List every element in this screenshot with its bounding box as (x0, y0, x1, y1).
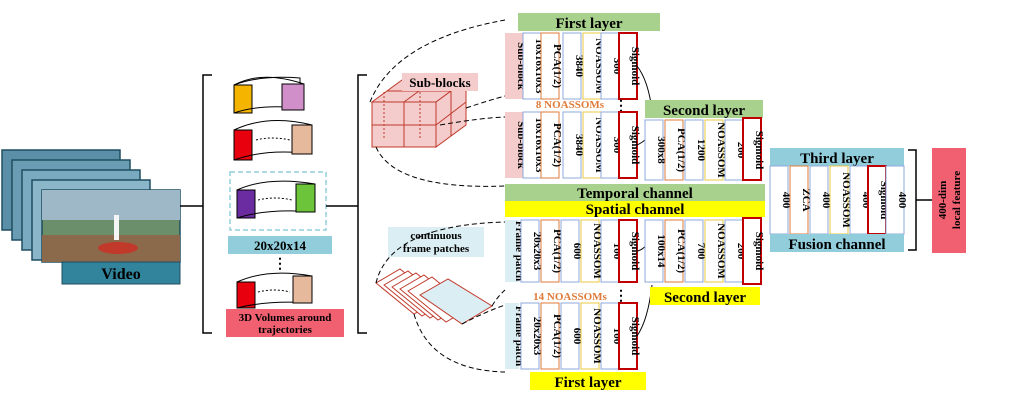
temporal-row2-cell: PCA(1/2) (551, 123, 563, 167)
output-bracket (908, 149, 917, 251)
output-line1: 400-dim (937, 181, 949, 220)
spatial-row1-cell: PCA(1/2) (551, 229, 563, 273)
patches-label-box (388, 227, 484, 257)
subblocks-label: Sub-blocks (409, 75, 470, 90)
spatial-second-cell: NOASSOM (715, 223, 727, 279)
fusion-channel-bar (770, 234, 904, 252)
volumes-bracket (202, 74, 212, 334)
spatial-row1-label-box (505, 220, 519, 282)
volume-1 (233, 76, 305, 114)
temporal-row-ellipsis: ⋮ (614, 99, 628, 114)
spatial-group-label: 14 NOASSOMs (533, 291, 607, 303)
temporal-channel-bar (505, 184, 765, 201)
fusion-channel-label: Fusion channel (788, 237, 885, 253)
temporal-group-label: 8 NOASSOMs (536, 99, 605, 111)
volume-caption-line2: trajectories (258, 324, 312, 336)
temporal-row2-label-box (505, 112, 523, 178)
video-label-box (61, 261, 181, 285)
temporal-second-cell: NOASSOM (715, 122, 727, 178)
spatial-row1-cell: 20x20x3 (531, 232, 543, 271)
spatial-row2: 20x20x3 PCA(1/2) 600 NOASSOM 100 Sigmoid (520, 302, 641, 370)
volume-size-box (228, 236, 332, 254)
temporal-row1-cell: PCA(1/2) (551, 44, 563, 88)
temporal-first-layer-title: First layer (555, 16, 622, 32)
spatial-second-layer-bar (650, 287, 760, 305)
temporal-second-cell: PCA(1/2) (675, 128, 687, 172)
temporal-second-layer-bar (645, 100, 763, 118)
volume-size-label: 20x20x14 (254, 238, 307, 253)
spatial-row2-label-box (505, 303, 519, 369)
volume-3 (236, 180, 316, 219)
fusion-layer: 400 ZCA 400 NOASSOM 400 Sigmoid 400 (769, 165, 908, 235)
spatial-channel-bar (505, 201, 765, 217)
temporal-row2: 16x16x10x3 PCA(1/2) 3840 NOASSOM 300 Sig… (522, 111, 641, 179)
volume-2 (233, 120, 313, 161)
spatial-second-cell: 700 (695, 243, 707, 260)
temporal-second-cell: 300x8 (655, 136, 667, 164)
temporal-row2-cell: 3840 (573, 134, 585, 157)
spatial-second-layer: 100x14 PCA(1/2) 700 NOASSOM 200 Sigmoid (644, 217, 765, 285)
spatial-row2-cell: PCA(1/2) (551, 314, 563, 358)
video-label: Video (101, 266, 140, 283)
temporal-second-layer-title: Second layer (663, 103, 745, 119)
volume-caption-box (226, 309, 344, 337)
spatial-row1-cell: 600 (571, 243, 583, 260)
temporal-row2-cell: Sigmoid (629, 126, 641, 165)
temporal-row1: 16x16x10x3 PCA(1/2) 3840 NOASSOM 300 Sig… (522, 32, 641, 100)
temporal-row1-label-box (505, 33, 523, 99)
video-frame-stack (1, 149, 181, 263)
spatial-row2-cell: NOASSOM (591, 308, 603, 364)
third-layer-bar (770, 148, 904, 166)
output-box (932, 148, 966, 253)
spatial-row2-cell: Sigmoid (629, 317, 641, 356)
temporal-row1-cell: 3840 (573, 55, 585, 78)
fusion-cell: 400 (780, 192, 792, 209)
volume-caption-line1: 3D Volumes around (239, 312, 332, 324)
patches-label-line2: frame patches (403, 243, 470, 255)
spatial-row1-cell: NOASSOM (591, 223, 603, 279)
spatial-row-ellipsis: ⋮ (614, 289, 628, 304)
third-layer-title: Third layer (800, 151, 874, 167)
spatial-row1: 20x20x3 PCA(1/2) 600 NOASSOM 100 Sigmoid (520, 219, 641, 283)
temporal-second-layer: 300x8 PCA(1/2) 1200 NOASSOM 200 Sigmoid (644, 117, 765, 181)
temporal-channel-label: Temporal channel (577, 186, 693, 202)
spatial-second-cell: Sigmoid (753, 232, 765, 271)
spatial-row2-cell: 20x20x3 (531, 317, 543, 356)
frame-patch-stack (375, 268, 493, 325)
spatial-first-layer-bar (530, 372, 646, 390)
volume-4 (236, 272, 313, 309)
spatial-second-cell: PCA(1/2) (675, 229, 687, 273)
spatial-row1-cell: Sigmoid (629, 232, 641, 271)
selected-volume-frame (229, 171, 327, 231)
spatial-second-cell: 100x14 (655, 235, 667, 269)
fusion-cell: ZCA (800, 188, 812, 211)
channels-bracket (357, 74, 367, 334)
patches-label-line1: continuous (410, 230, 462, 242)
spatial-first-layer-title: First layer (554, 375, 621, 391)
temporal-second-cell: Sigmoid (753, 131, 765, 170)
spatial-channel-label: Spatial channel (586, 202, 685, 218)
fusion-cell: NOASSOM (840, 172, 852, 228)
temporal-second-cell: 1200 (695, 139, 707, 162)
spatial-row2-cell: 600 (571, 328, 583, 345)
temporal-row1-cell: Sigmoid (629, 47, 641, 86)
fusion-cell: 400 (820, 192, 832, 209)
output-line2: local feature (951, 171, 963, 229)
fusion-cell: 400 (896, 192, 908, 209)
subblocks-label-box (402, 73, 478, 91)
temporal-first-layer-bar (518, 13, 660, 31)
volume-ellipsis: ⋮ (273, 257, 287, 272)
spatial-second-layer-title: Second layer (664, 290, 746, 306)
